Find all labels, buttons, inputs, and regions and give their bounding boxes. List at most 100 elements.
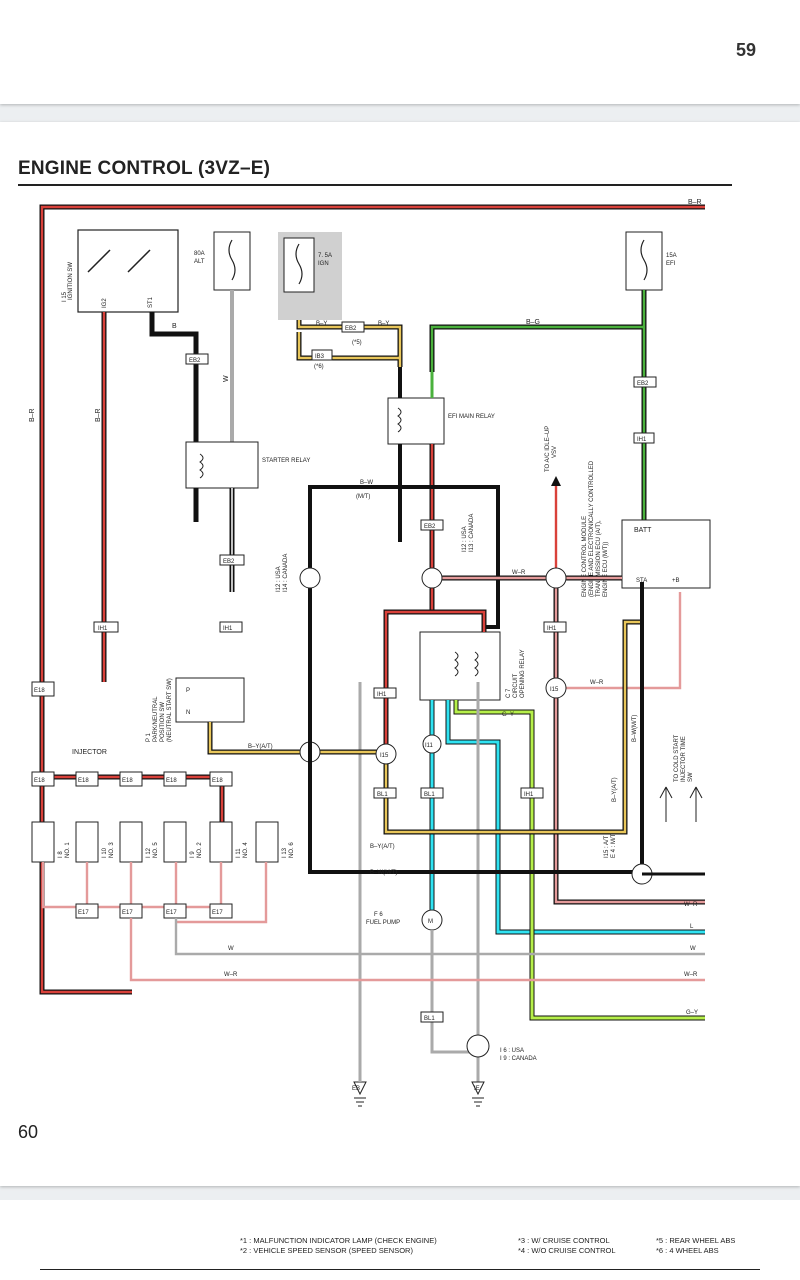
injector-5-no: NO. 5 xyxy=(153,842,159,858)
wire-label-bwmt: B–W(M/T) xyxy=(370,870,397,876)
injector-label: INJECTOR xyxy=(72,749,107,756)
ground-eb-label: EB xyxy=(352,1086,360,1092)
pn-n: N xyxy=(186,710,190,716)
pn-code: P 1 xyxy=(146,732,152,742)
injector-4-code: I 11 xyxy=(236,848,242,858)
injector-1-code: I 8 xyxy=(58,851,64,858)
connector-ih1-a xyxy=(93,621,119,633)
connector-bl1-a xyxy=(420,787,444,799)
junction-d xyxy=(299,567,321,589)
footnote-2: *2 : VEHICLE SPEED SENSOR (SPEED SENSOR) xyxy=(240,1246,413,1255)
cold-start-line-2: INJECTOR TIME xyxy=(681,736,687,782)
note-i9: I 9 : CANADA xyxy=(500,1056,537,1062)
injector-connectors-e17 xyxy=(75,903,233,919)
wire-wr-injector xyxy=(129,918,705,982)
wire-bw-loop xyxy=(308,485,500,629)
connector-e18-3: E18 xyxy=(122,778,133,784)
wire-by-at xyxy=(207,619,640,835)
next-page: *1 : MALFUNCTION INDICATOR LAMP (CHECK E… xyxy=(0,1200,800,1280)
connector-i15-b xyxy=(545,677,567,699)
connector-e18-4: E18 xyxy=(166,778,177,784)
diagram-title: ENGINE CONTROL (3VZ–E) xyxy=(18,158,271,179)
wire-st1-b xyxy=(149,312,199,367)
connector-ih1-d-label: IH1 xyxy=(547,626,557,632)
ignition-sw-pin-ig2: IG2 xyxy=(102,298,108,308)
cold-start-line-3: SW xyxy=(688,772,694,782)
connector-i11-label: I11 xyxy=(425,743,434,749)
note-i12-usa: I12 : USA xyxy=(276,566,282,592)
footnote-1: *1 : MALFUNCTION INDICATOR LAMP (CHECK E… xyxy=(240,1236,437,1245)
ecm-line-3: TRANSMISSION ECU (A/T), xyxy=(596,520,602,597)
wire-relay-feed xyxy=(383,609,487,822)
fuel-pump-m: M xyxy=(428,919,433,925)
connector-eb2-d-label: EB2 xyxy=(637,381,649,387)
wire-label-w-inj: W xyxy=(228,946,234,952)
connector-eb2-e-label: EB2 xyxy=(424,524,436,530)
connector-ih1-e-label: IH1 xyxy=(377,692,387,698)
cor-code: C 7 xyxy=(506,688,512,698)
footnote-6: *6 : 4 WHEEL ABS xyxy=(656,1246,719,1255)
note-i6: I 6 : USA xyxy=(500,1048,524,1054)
efi-main-relay xyxy=(387,397,445,445)
injector-1-no: NO. 1 xyxy=(65,842,71,858)
injector-outputs xyxy=(41,862,268,924)
fuse-alt-name: ALT xyxy=(194,259,205,265)
wire-label-w-end: W xyxy=(690,946,696,952)
connector-eb2-d xyxy=(633,376,657,388)
batt-label: BATT xyxy=(634,527,652,534)
connector-bl1-b-label: BL1 xyxy=(424,1016,435,1022)
wire-label-wr-ecm: W–R xyxy=(512,570,526,576)
junction-b xyxy=(545,567,567,589)
efi-main-relay-label: EFI MAIN RELAY xyxy=(448,414,495,420)
connector-eb2-a xyxy=(185,353,209,365)
connector-e18-0: E18 xyxy=(34,688,45,694)
wire-gy-lime xyxy=(453,700,705,1021)
ground-ie-shape xyxy=(471,1081,485,1096)
note-i13-canada: I13 : CANADA xyxy=(469,514,475,552)
starter-relay-label: STARTER RELAY xyxy=(262,458,310,464)
wire-label-by-at: B–Y(A/T) xyxy=(248,744,273,750)
connector-e17-4: E17 xyxy=(212,910,223,916)
connector-i15-a-label: I15 xyxy=(380,753,389,759)
injector-connectors-e18 xyxy=(31,681,233,787)
connector-ib3-label: IB3 xyxy=(315,354,325,360)
battery-ecm xyxy=(621,519,711,589)
batt-pin-sta: STA xyxy=(636,578,647,584)
connector-bl1-c xyxy=(373,787,397,799)
circuit-opening-relay xyxy=(419,631,501,701)
wire-label-alt: W xyxy=(223,375,230,382)
connector-e18-5: E18 xyxy=(212,778,223,784)
injector-6-code: I 13 xyxy=(282,847,288,858)
title-rule xyxy=(18,184,732,186)
connector-eb2-a-label: EB2 xyxy=(189,358,201,364)
injector-3-code: I 10 xyxy=(102,847,108,858)
wire-w-injector xyxy=(174,918,705,956)
wire-label-gy-end: G–Y xyxy=(686,1010,698,1016)
pn-line-3: (NEUTRAL START SW) xyxy=(167,678,173,742)
footnote-col-1: *1 : MALFUNCTION INDICATOR LAMP (CHECK E… xyxy=(240,1236,437,1256)
connector-eb2-c-label: EB2 xyxy=(345,326,357,332)
ignition-sw-label: IGNITION SW xyxy=(68,262,74,300)
connector-bl1-b xyxy=(420,1011,444,1023)
arrows-cold-start xyxy=(659,786,703,822)
previous-page: 59 xyxy=(0,0,800,104)
idle-up-line-1: TO A/C IDLE–UP xyxy=(545,426,551,472)
fuel-pump-name: FUEL PUMP xyxy=(366,920,400,926)
fuse-efi-rating: 15A xyxy=(666,253,677,259)
fuse-alt-element xyxy=(228,239,236,281)
connector-eb2-b-label: EB2 xyxy=(223,559,235,565)
connector-ih1-f-label: IH1 xyxy=(524,792,534,798)
batt-pin-b: +B xyxy=(672,578,680,584)
ecm-line-4: ENGINE ECU (M/T)) xyxy=(603,542,609,597)
wire-label-br-top: B–R xyxy=(688,199,702,206)
injector-5-code: I 12 xyxy=(146,847,152,858)
connector-eb2-e xyxy=(420,519,444,531)
starter-relay xyxy=(185,441,259,489)
connector-ih1-e xyxy=(373,687,397,699)
footnote-col-2: *3 : W/ CRUISE CONTROL *4 : W/O CRUISE C… xyxy=(518,1236,616,1256)
fuse-ign-rating: 7. 5A xyxy=(318,253,332,259)
ignition-switch-contacts xyxy=(87,249,151,273)
starter-relay-coil xyxy=(199,453,204,479)
wiring-diagram: B–R B–R I 15 IGNITION SW IG2 ST1 B–R IH1… xyxy=(29,199,711,1107)
page-number-top: 59 xyxy=(735,40,756,60)
